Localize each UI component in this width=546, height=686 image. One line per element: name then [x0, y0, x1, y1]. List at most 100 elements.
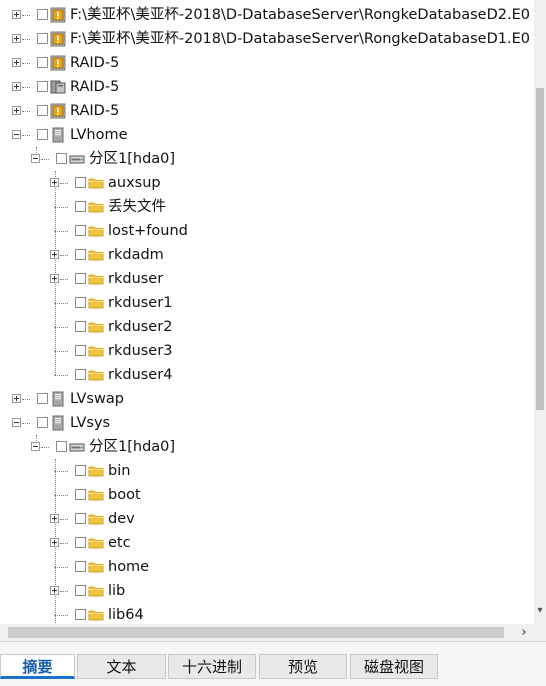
node-checkbox[interactable] — [37, 33, 48, 44]
tree-node[interactable]: 分区1[hda0] — [0, 147, 534, 171]
node-checkbox[interactable] — [56, 441, 67, 452]
node-checkbox[interactable] — [37, 57, 48, 68]
tree-node[interactable]: F:\美亚杯\美亚杯-2018\D-DatabaseServer\RongkeD… — [0, 3, 534, 27]
node-checkbox[interactable] — [75, 369, 86, 380]
folder-icon — [88, 463, 104, 479]
expand-node-icon[interactable] — [12, 34, 21, 43]
tree-node[interactable]: RAID-5 — [0, 75, 534, 99]
tree-connector-line — [54, 207, 68, 208]
expand-node-icon[interactable] — [12, 58, 21, 67]
expand-node-icon[interactable] — [12, 394, 21, 403]
tree-connector-line — [60, 183, 68, 184]
tree-node[interactable]: LVsys — [0, 411, 534, 435]
node-checkbox[interactable] — [37, 105, 48, 116]
collapse-node-icon[interactable] — [12, 130, 21, 139]
tree-node[interactable]: 分区1[hda0] — [0, 435, 534, 459]
collapse-node-icon[interactable] — [12, 418, 21, 427]
tree-node[interactable]: dev — [0, 507, 534, 531]
node-checkbox[interactable] — [75, 273, 86, 284]
node-checkbox[interactable] — [75, 585, 86, 596]
expand-node-icon[interactable] — [50, 514, 59, 523]
node-checkbox[interactable] — [75, 249, 86, 260]
collapse-node-icon[interactable] — [31, 154, 40, 163]
tab-summary[interactable]: 摘要 — [0, 654, 75, 679]
node-checkbox[interactable] — [75, 177, 86, 188]
folder-icon — [88, 607, 104, 623]
node-checkbox[interactable] — [56, 153, 67, 164]
tree-node-label: dev — [108, 511, 135, 527]
tree-connector-line — [60, 255, 68, 256]
node-checkbox[interactable] — [75, 345, 86, 356]
tree-node[interactable]: bin — [0, 459, 534, 483]
partition-icon — [69, 439, 85, 455]
node-checkbox[interactable] — [75, 201, 86, 212]
tree-node-label: RAID-5 — [70, 103, 120, 119]
tree-node[interactable]: rkduser4 — [0, 363, 534, 387]
tree-node[interactable]: F:\美亚杯\美亚杯-2018\D-DatabaseServer\RongkeD… — [0, 27, 534, 51]
node-checkbox[interactable] — [75, 225, 86, 236]
tree-node-label: lib64 — [108, 607, 144, 623]
tab-disk-view[interactable]: 磁盘视图 — [350, 654, 438, 679]
tree-connector-line — [22, 87, 30, 88]
node-checkbox[interactable] — [75, 321, 86, 332]
tree-node[interactable]: auxsup — [0, 171, 534, 195]
tree-connector-line — [54, 327, 68, 328]
tree-node-label: LVsys — [70, 415, 111, 431]
horizontal-scroll-thumb[interactable] — [8, 627, 504, 638]
expand-node-icon[interactable] — [50, 250, 59, 259]
tree-node-label: rkduser — [108, 271, 164, 287]
expand-node-icon[interactable] — [12, 106, 21, 115]
tab-preview[interactable]: 预览 — [259, 654, 347, 679]
tree-node[interactable]: rkduser2 — [0, 315, 534, 339]
scroll-right-arrow-icon[interactable]: › — [521, 625, 527, 640]
tree-node-label: 分区1[hda0] — [89, 151, 176, 167]
node-checkbox[interactable] — [37, 9, 48, 20]
node-checkbox[interactable] — [75, 609, 86, 620]
tree-connector-line — [54, 375, 68, 376]
tree-guide-line — [36, 147, 37, 159]
expand-node-icon[interactable] — [50, 538, 59, 547]
expand-node-icon[interactable] — [12, 82, 21, 91]
tree-node[interactable]: RAID-5 — [0, 51, 534, 75]
tree-node[interactable]: rkduser — [0, 267, 534, 291]
scroll-down-arrow-icon[interactable]: ▾ — [537, 605, 543, 616]
tree-node[interactable]: lib — [0, 579, 534, 603]
expand-node-icon[interactable] — [50, 274, 59, 283]
tree-node[interactable]: etc — [0, 531, 534, 555]
tree-node[interactable]: rkdadm — [0, 243, 534, 267]
node-checkbox[interactable] — [37, 393, 48, 404]
tree-node[interactable]: boot — [0, 483, 534, 507]
tree-node[interactable]: home — [0, 555, 534, 579]
node-checkbox[interactable] — [37, 129, 48, 140]
tree-connector-line — [54, 567, 68, 568]
tree-node[interactable]: rkduser3 — [0, 339, 534, 363]
node-checkbox[interactable] — [75, 465, 86, 476]
tree-node[interactable]: rkduser1 — [0, 291, 534, 315]
tree-node[interactable]: LVhome — [0, 123, 534, 147]
volume-icon — [50, 391, 66, 407]
tab-summary-label: 摘要 — [22, 658, 53, 676]
node-checkbox[interactable] — [37, 81, 48, 92]
tree-node[interactable]: 丢失文件 — [0, 195, 534, 219]
folder-icon — [88, 247, 104, 263]
vertical-scroll-thumb[interactable] — [536, 88, 544, 410]
expand-node-icon[interactable] — [12, 10, 21, 19]
evidence-tree[interactable]: F:\美亚杯\美亚杯-2018\D-DatabaseServer\RongkeD… — [0, 0, 534, 624]
collapse-node-icon[interactable] — [31, 442, 40, 451]
tab-hex[interactable]: 十六进制 — [168, 654, 256, 679]
tree-connector-line — [60, 591, 68, 592]
tab-text[interactable]: 文本 — [77, 654, 166, 679]
tree-node[interactable]: LVswap — [0, 387, 534, 411]
node-checkbox[interactable] — [37, 417, 48, 428]
node-checkbox[interactable] — [75, 297, 86, 308]
tree-node[interactable]: RAID-5 — [0, 99, 534, 123]
node-checkbox[interactable] — [75, 561, 86, 572]
node-checkbox[interactable] — [75, 489, 86, 500]
expand-node-icon[interactable] — [50, 586, 59, 595]
node-checkbox[interactable] — [75, 537, 86, 548]
expand-node-icon[interactable] — [50, 178, 59, 187]
warning-icon — [50, 7, 66, 23]
tree-node[interactable]: lost+found — [0, 219, 534, 243]
tree-node[interactable]: lib64 — [0, 603, 534, 624]
node-checkbox[interactable] — [75, 513, 86, 524]
